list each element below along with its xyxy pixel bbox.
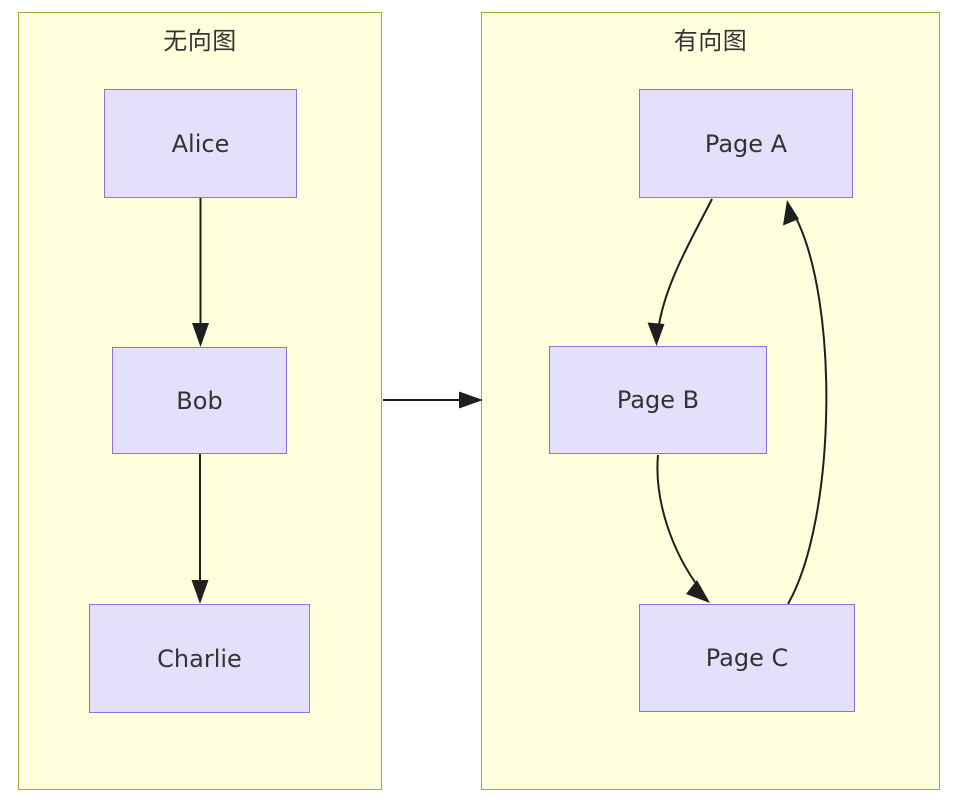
node-page-a[interactable]: Page A: [639, 89, 853, 198]
node-charlie[interactable]: Charlie: [89, 604, 310, 713]
node-label-charlie: Charlie: [157, 644, 242, 673]
node-page-c[interactable]: Page C: [639, 604, 855, 712]
edge-cluster-link: [383, 391, 483, 409]
node-page-b[interactable]: Page B: [549, 346, 767, 454]
edge-pagec-pagea: [783, 200, 828, 605]
node-bob[interactable]: Bob: [112, 347, 287, 454]
node-label-page-c: Page C: [705, 644, 789, 672]
node-label-page-b: Page B: [616, 386, 700, 414]
cluster-title-directed: 有向图: [673, 27, 748, 55]
node-label-bob: Bob: [176, 386, 223, 415]
cluster-title-undirected: 无向图: [163, 27, 237, 55]
node-label-page-a: Page A: [704, 129, 788, 158]
edge-alice-bob: [192, 198, 209, 347]
edge-pagea-pageb: [647, 198, 713, 346]
edge-bob-charlie: [191, 454, 209, 604]
node-label-alice: Alice: [171, 129, 230, 158]
node-alice[interactable]: Alice: [104, 89, 297, 198]
edge-pageb-pagec: [656, 454, 710, 603]
